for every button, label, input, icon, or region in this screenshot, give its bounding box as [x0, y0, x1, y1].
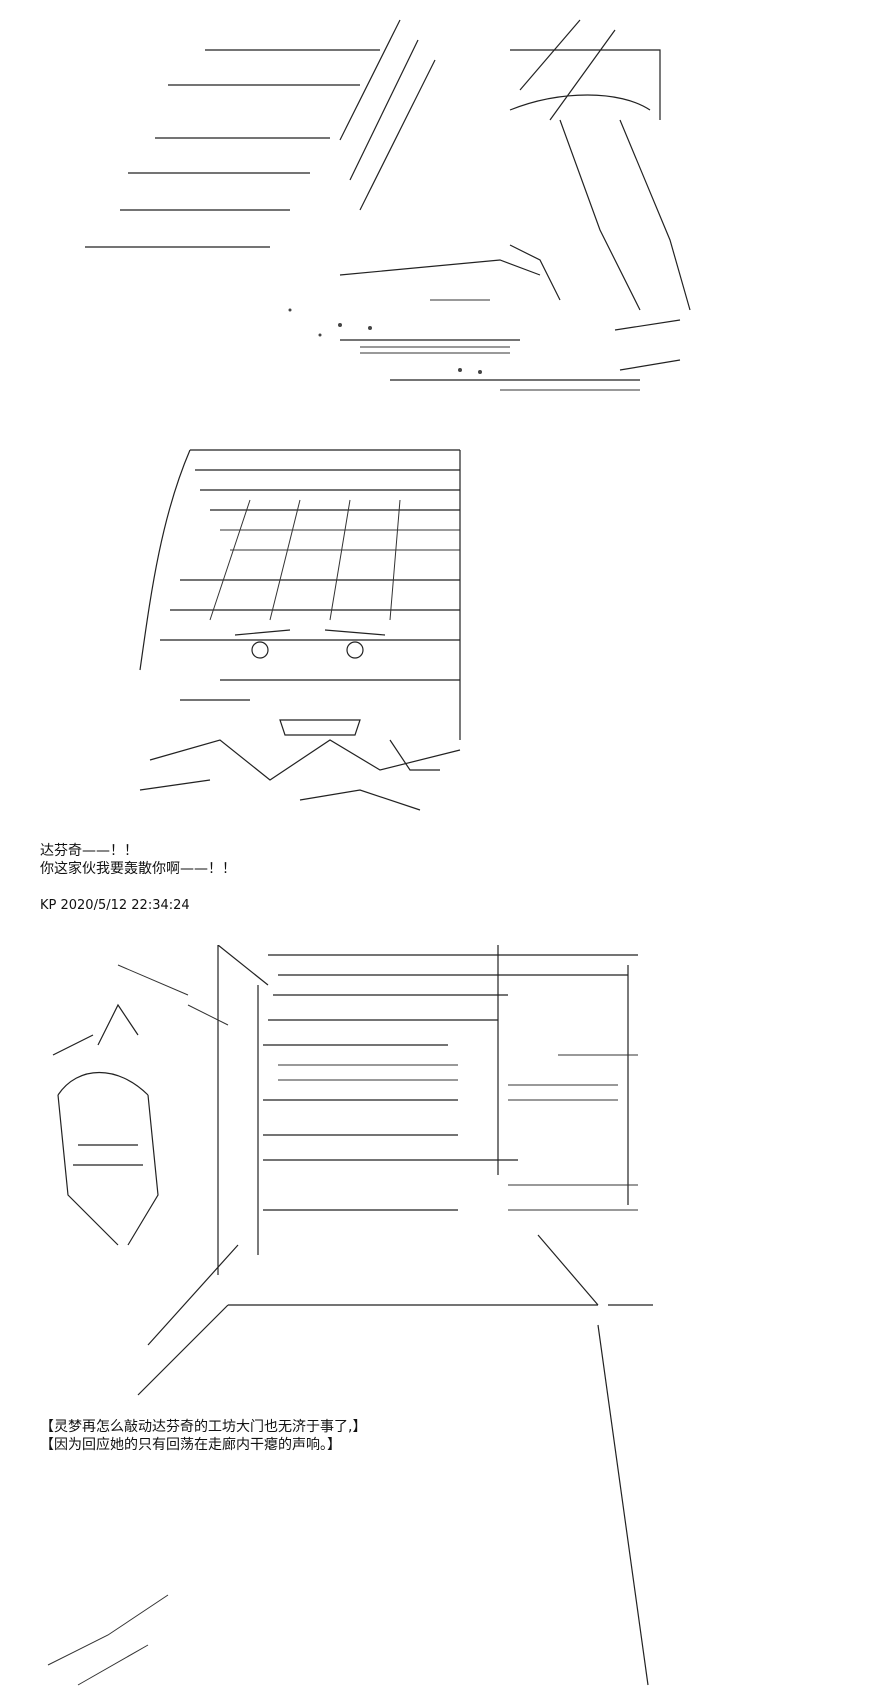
action-art-svg: [85, 19, 691, 391]
narration-line-1: 【灵梦再怎么敲动达芬奇的工坊大门也无济于事了,】: [40, 1419, 367, 1435]
ascii-art-panel-character: [100, 440, 470, 820]
door-art-svg: [47, 945, 653, 1686]
post-timestamp: KP 2020/5/12 22:34:24: [40, 898, 190, 913]
dialogue-line-1: 达芬奇——！！: [40, 843, 138, 859]
character-art-svg: [139, 449, 461, 811]
narration-line-2: 【因为回应她的只有回荡在走廊内干瘪的声响。】: [40, 1437, 341, 1453]
ascii-art-panel-action: [40, 10, 700, 395]
dialogue-line-2: 你这家伙我要轰散你啊——！！: [40, 861, 236, 877]
ascii-art-panel-door: [38, 945, 663, 1705]
